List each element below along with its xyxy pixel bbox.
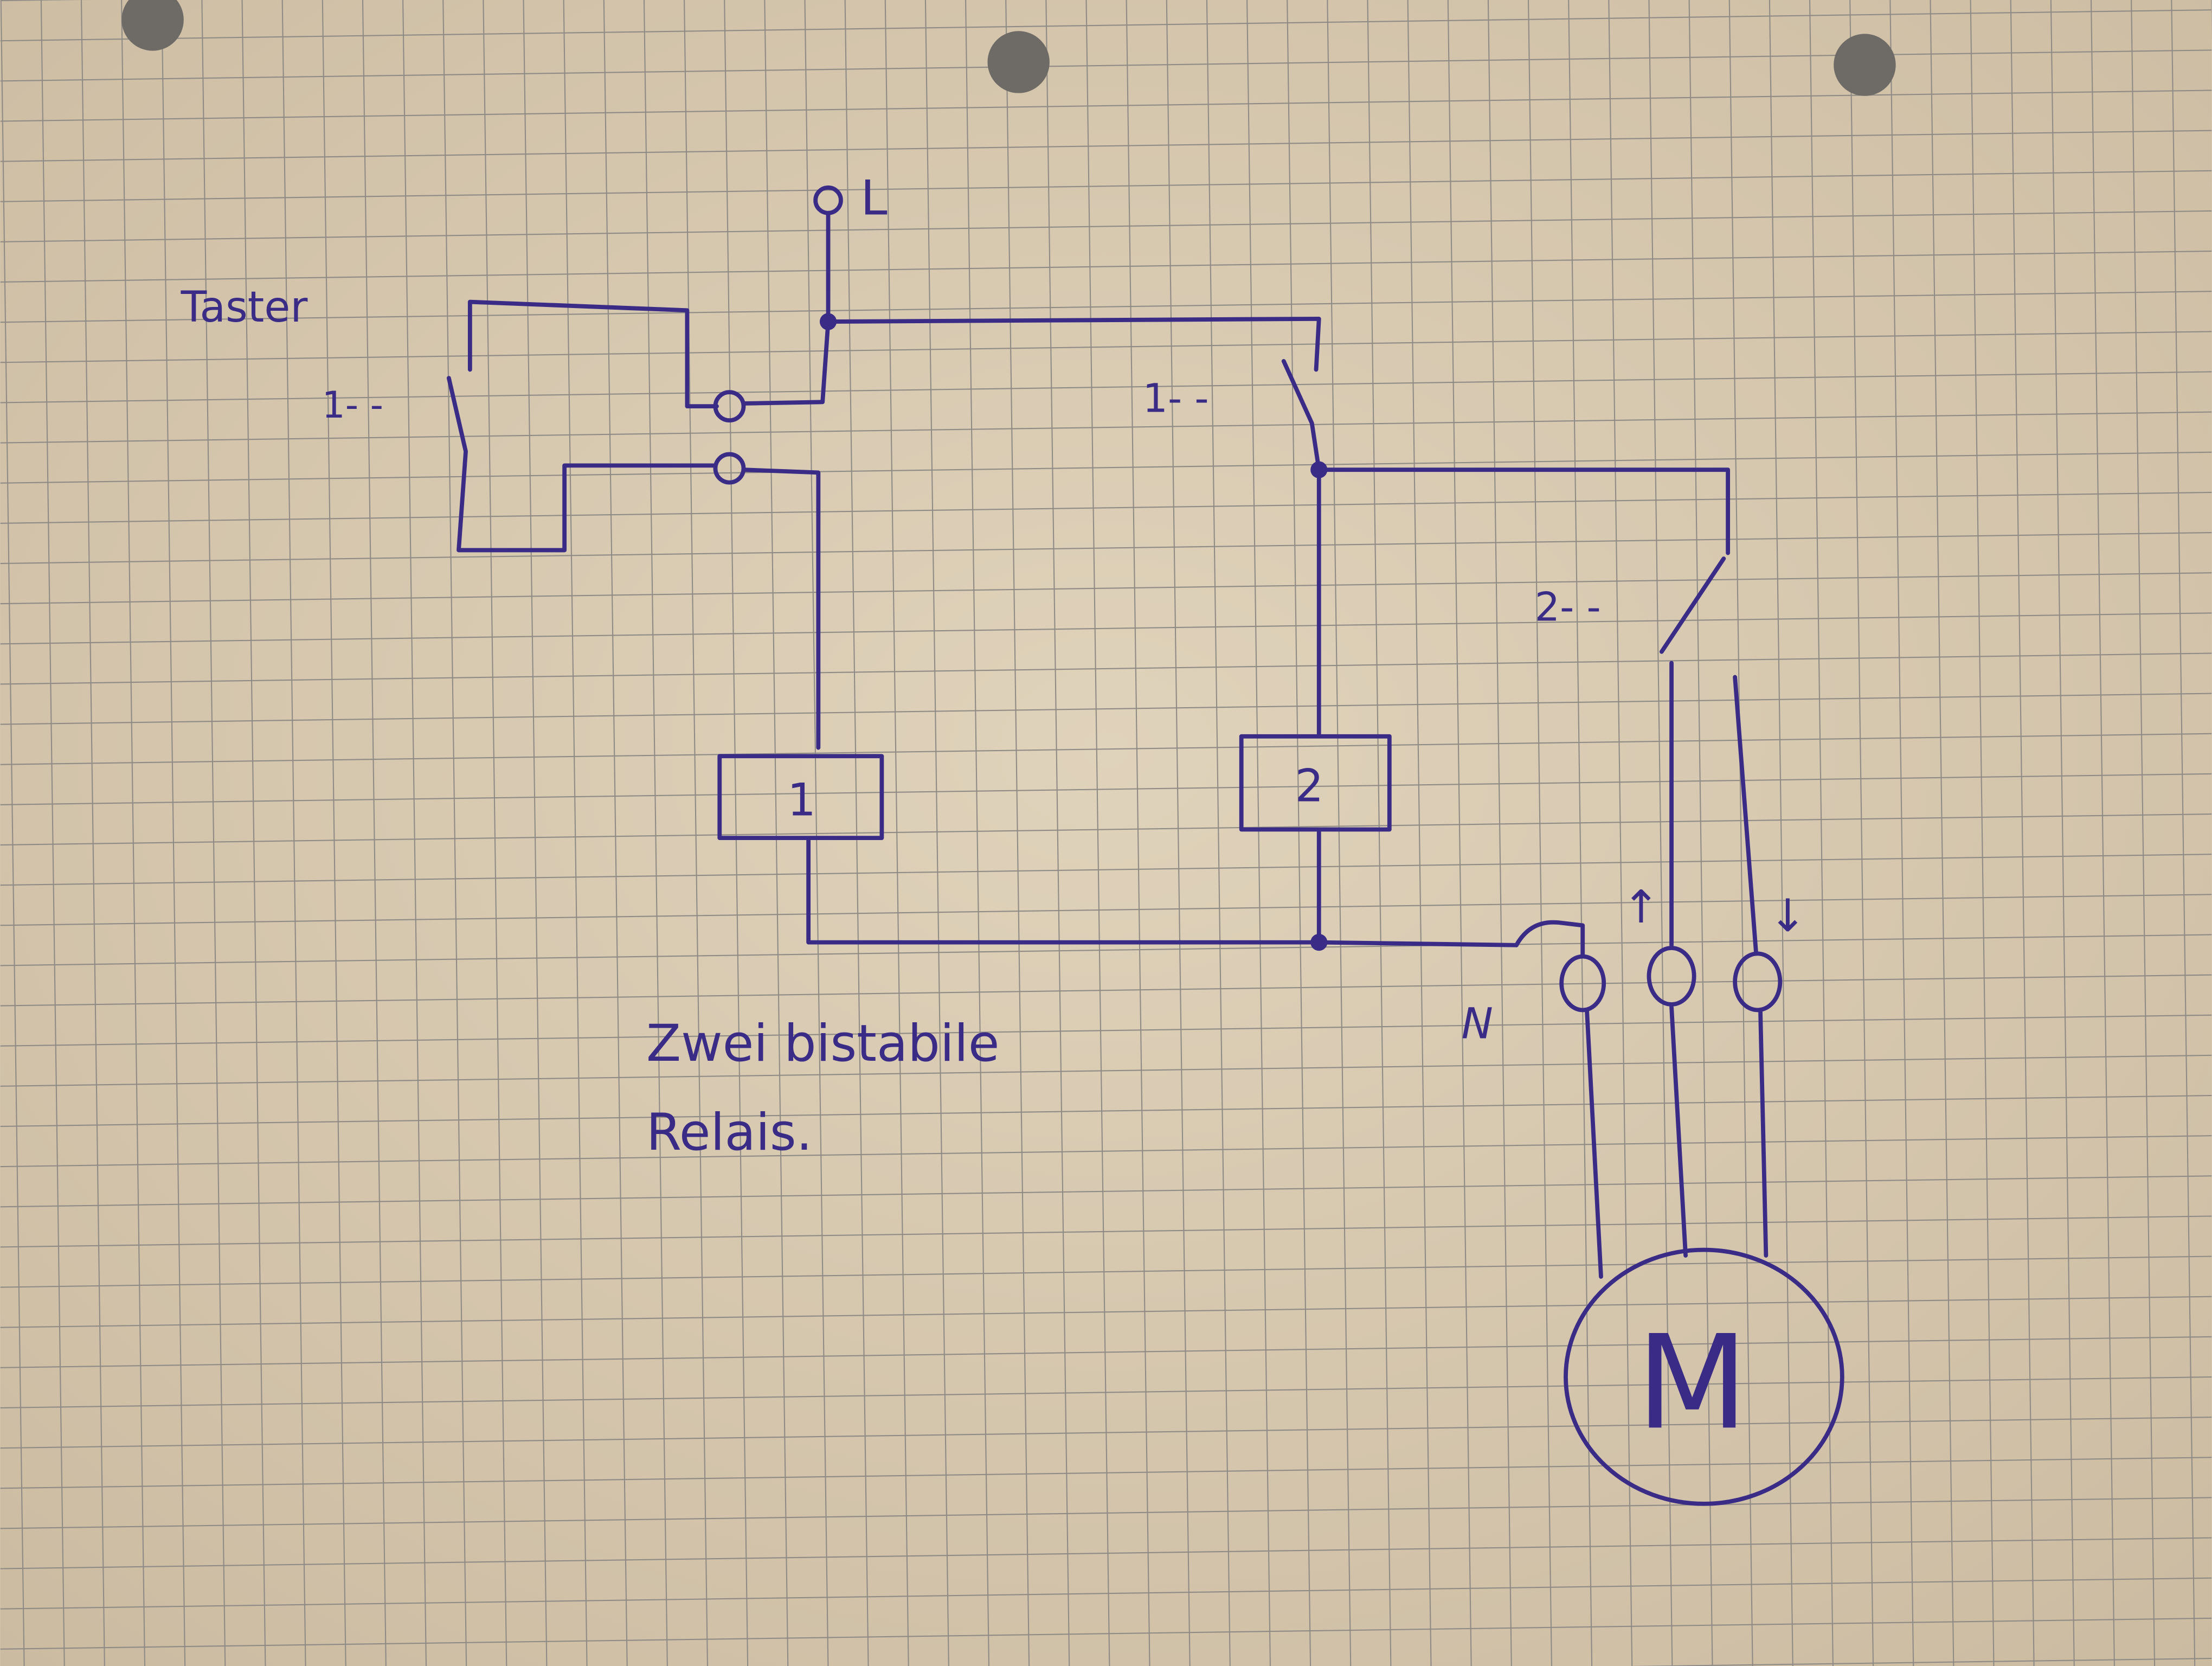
motor-terminals: N ↑ ↓ [1461,881,1806,1048]
relay2-label: 2 [1295,759,1324,812]
relay-1: 1 [717,754,884,841]
relay1-contact-label: 1- - [1143,376,1209,422]
relay-2: 2 [1239,734,1392,832]
motor: M [1564,1247,1844,1506]
relay2-contact-label: 2- - [1535,585,1601,631]
supply-terminal-l: L [813,170,888,226]
taster-terminal-bottom [713,452,746,485]
down-arrow-icon: ↓ [1769,889,1807,942]
taster-terminal-top [713,390,746,423]
up-arrow-icon: ↑ [1622,881,1660,933]
terminal-up [1647,946,1696,1007]
supply-label: L [860,170,887,226]
terminal-down [1733,951,1783,1013]
wires [446,210,1769,1279]
neutral-label: N [1461,999,1493,1048]
note-line-1: Zwei bistabile [646,1014,999,1073]
taster-contact-label: 1- - [322,383,383,426]
taster-label: Taster [181,283,308,332]
motor-label: M [1636,1308,1748,1458]
relay1-contact-switch [1281,359,1321,472]
relay1-label: 1 [787,773,816,826]
terminal-n [1559,954,1606,1013]
punch-holes [121,0,1896,96]
note-line-2: Relais. [646,1103,812,1162]
relay2-contact-switch [1659,556,1726,654]
push-button-taster: Taster 1- - [181,283,746,485]
